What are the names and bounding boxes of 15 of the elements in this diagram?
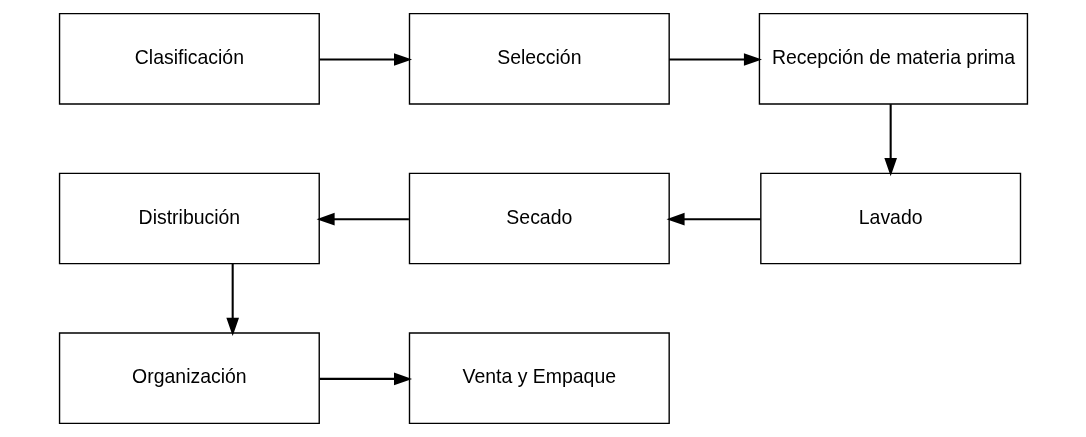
node-box: Organización (58, 332, 320, 425)
arrow (668, 53, 762, 66)
arrow (225, 263, 239, 336)
node-box: Venta y Empaque (408, 332, 670, 425)
arrow (666, 212, 761, 226)
arrow (319, 53, 412, 66)
node-box: Distribución (58, 172, 320, 265)
node-box: Secado (408, 172, 670, 265)
node-box: Clasificación (58, 12, 320, 105)
node-box: Lavado (759, 172, 1021, 265)
node-box: Selección (408, 12, 670, 105)
arrow (319, 372, 412, 386)
node-box: Recepción de materia prima (758, 12, 1028, 105)
arrow (316, 212, 409, 226)
arrow (883, 104, 897, 177)
